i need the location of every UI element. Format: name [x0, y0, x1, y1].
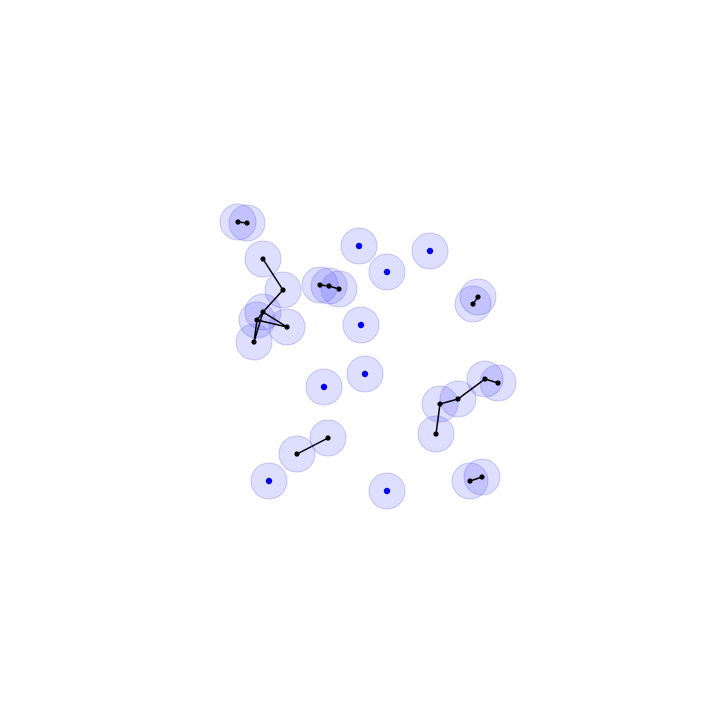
- graph-node: [470, 301, 476, 307]
- node-halo-layer: [219, 203, 517, 510]
- edge-layer: [237, 221, 499, 482]
- graph-node: [254, 317, 260, 323]
- graph-edge: [262, 311, 288, 328]
- graph-node: [280, 287, 286, 293]
- graph-node: [361, 370, 369, 378]
- graph-node: [235, 219, 241, 225]
- graph-node: [336, 286, 342, 292]
- node-layer: [235, 219, 501, 495]
- graph-node: [482, 376, 488, 382]
- graph-node: [495, 380, 501, 386]
- graph-node: [260, 256, 266, 262]
- graph-edge: [262, 289, 284, 313]
- graph-node: [294, 451, 300, 457]
- graph-edge: [253, 311, 264, 343]
- graph-node: [383, 487, 391, 495]
- graph-node: [437, 401, 443, 407]
- graph-node: [475, 294, 481, 300]
- graph-node: [284, 324, 290, 330]
- graph-edge: [439, 398, 459, 405]
- graph-node: [467, 478, 473, 484]
- graph-edge: [457, 378, 486, 400]
- graph-node: [357, 321, 365, 329]
- graph-node: [320, 383, 328, 391]
- graph-node: [326, 283, 332, 289]
- graph-node: [426, 247, 434, 255]
- graph-node: [383, 268, 391, 276]
- graph-node: [244, 220, 250, 226]
- graph-node: [317, 282, 323, 288]
- graph-edge: [296, 437, 329, 455]
- graph-node: [325, 435, 331, 441]
- graph-node: [355, 242, 363, 250]
- graph-node: [251, 339, 257, 345]
- graph-node: [479, 474, 485, 480]
- graph-edge: [256, 319, 288, 328]
- graph-edge: [435, 403, 441, 435]
- graph-node: [265, 477, 273, 485]
- graph-node: [433, 431, 439, 437]
- graph-node: [455, 396, 461, 402]
- graph-node: [260, 309, 266, 315]
- graph-edge: [262, 258, 284, 291]
